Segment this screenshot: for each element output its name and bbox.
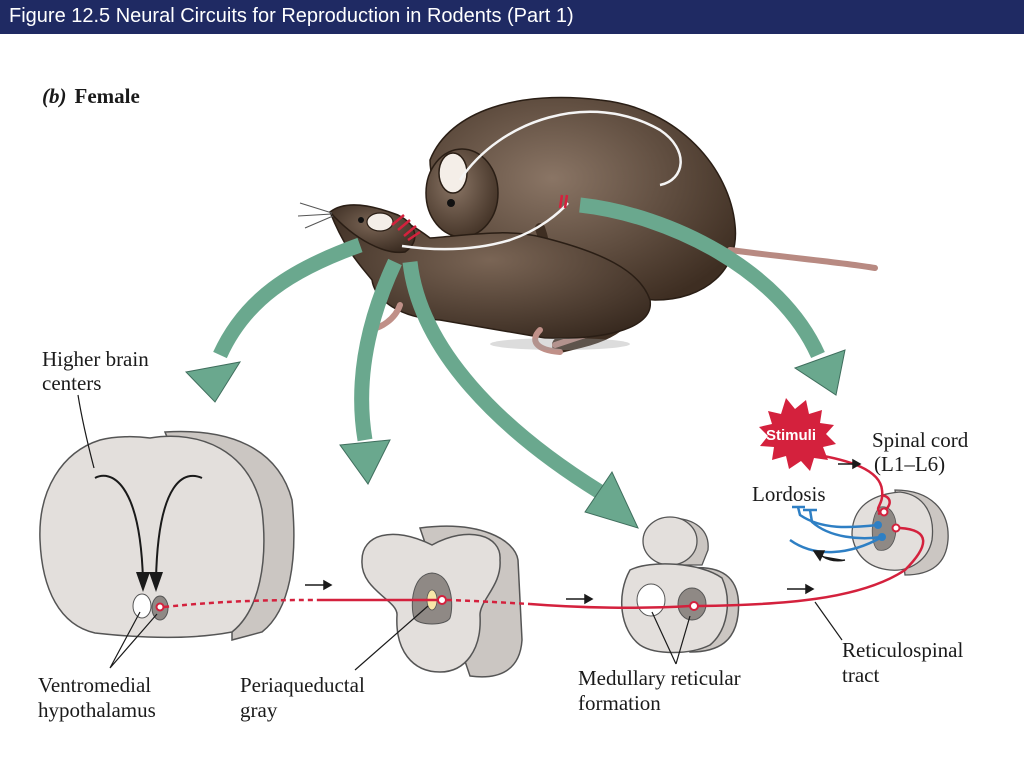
reticulospinal-tract	[697, 526, 925, 608]
sensory-flow-arrowheads	[184, 349, 846, 529]
flank-sensory-nerve	[401, 202, 569, 251]
motor-neuron-body-2	[878, 533, 886, 541]
panel-letter: (b)	[42, 84, 67, 108]
higher-brain-arrowhead-right	[149, 572, 163, 592]
higher-brain-descending-arrow-left	[94, 474, 144, 581]
pag-leader-line	[354, 605, 429, 671]
reticulospinal-terminal	[891, 523, 901, 533]
arrow-to-spinal-cord	[579, 197, 825, 359]
pathway-vmh-to-pag-dashed	[163, 598, 321, 609]
stimuli-starburst	[759, 398, 836, 471]
female-rat-ear	[366, 212, 394, 232]
mrf-neuron	[689, 601, 699, 611]
cerebellum-face	[642, 516, 698, 566]
lordosis-label: Lordosis	[752, 482, 826, 506]
lordosis-motor-neuron-2	[808, 509, 883, 540]
sensory-flow-arrows	[213, 197, 825, 499]
mrf-label-line1: Medullary reticular	[578, 666, 741, 690]
motor-neuron-body-1	[874, 521, 882, 529]
diagram-labels: Higher brain centers Ventromedial hypoth…	[38, 347, 969, 722]
spinal-cord-label-line2: (L1–L6)	[874, 452, 945, 476]
medulla-section	[620, 516, 740, 654]
forebrain-face	[39, 435, 265, 639]
mrf-leader-lines	[651, 611, 691, 665]
flow-arrow-3-head	[805, 583, 815, 595]
spinal-cord-label-line1: Spinal cord	[872, 428, 969, 452]
female-rat-eye	[358, 217, 364, 223]
male-rat-eye	[447, 199, 455, 207]
higher-brain-descending-arrow-right	[155, 474, 203, 581]
flow-direction-arrows	[305, 458, 862, 605]
arrow-to-higher-brain	[213, 237, 363, 359]
spinal-synapse	[879, 507, 889, 517]
arrow-to-medulla	[402, 261, 604, 499]
flow-arrow-to-spinal-head	[852, 458, 862, 470]
panel-name: Female	[75, 84, 140, 108]
flow-arrow-1-head	[323, 579, 333, 591]
spinal-cord-section	[789, 452, 949, 576]
male-rat-tail	[727, 247, 878, 271]
forebrain-section	[39, 430, 295, 641]
higher-brain-label-line1: Higher brain	[42, 347, 149, 371]
arrowhead-spinal-cord	[793, 349, 846, 396]
midbrain-section	[361, 525, 523, 678]
flow-arrow-lordosis-head	[812, 550, 826, 562]
lordosis-nerve-end-1	[792, 505, 817, 512]
pathway-pag-to-medulla-dashed	[446, 598, 531, 606]
stimulus-mark-head	[391, 214, 421, 242]
male-rat-ear	[438, 152, 468, 194]
rats-shadow	[490, 338, 630, 350]
stimulus-mark-flank	[558, 194, 569, 209]
female-rat-hindleg	[532, 327, 563, 355]
pag-neuron	[437, 595, 447, 605]
arrowhead-periaqueductal	[339, 439, 391, 485]
vmh-leader-lines	[109, 611, 158, 669]
spinal-afferent-neuron	[811, 452, 884, 514]
title-bar: Figure 12.5 Neural Circuits for Reproduc…	[0, 0, 1024, 34]
stimuli-burst: Stimuli	[759, 398, 836, 471]
arrowhead-higher-brain	[184, 361, 242, 403]
lordosis-motor-neuron-3	[789, 535, 883, 554]
arrowhead-medulla	[584, 470, 639, 529]
mrf-label-line2: formation	[578, 691, 661, 715]
vmh-label-line2: hypothalamus	[38, 698, 156, 722]
reticulospinal-label-line1: Reticulospinal	[842, 638, 963, 662]
higher-brain-arrowhead-left	[136, 572, 150, 592]
female-rat-whiskers	[297, 202, 334, 229]
stimuli-label: Stimuli	[766, 427, 816, 444]
neural-circuit-diagram: (b) Female	[38, 84, 969, 722]
higher-brain-label-line2: centers	[42, 371, 101, 395]
figure-title: Figure 12.5 Neural Circuits for Reproduc…	[9, 5, 574, 27]
lordosis-motor-neuron-1	[796, 506, 879, 529]
medullary-reticular-left	[636, 583, 666, 617]
vmh-neuron	[155, 602, 165, 612]
flow-arrow-lordosis	[821, 555, 846, 562]
pag-label-line1: Periaqueductal	[240, 673, 365, 697]
arrow-to-periaqueductal	[354, 258, 402, 442]
higher-brain-leader-line	[77, 394, 95, 469]
reticulospinal-label-line2: tract	[842, 663, 879, 687]
vmh-label-line1: Ventromedial	[38, 673, 151, 697]
pathway-pag-to-medulla	[529, 602, 691, 609]
pag-label-line2: gray	[240, 698, 278, 722]
flow-arrow-2-head	[584, 593, 594, 605]
reticulospinal-leader-line	[814, 601, 843, 641]
panel-title: (b) Female	[42, 84, 140, 108]
male-sensory-nerve	[458, 110, 682, 187]
descending-pathway	[163, 523, 925, 609]
vmh-left-nucleus	[132, 593, 152, 619]
mating-rats-illustration	[297, 96, 878, 355]
